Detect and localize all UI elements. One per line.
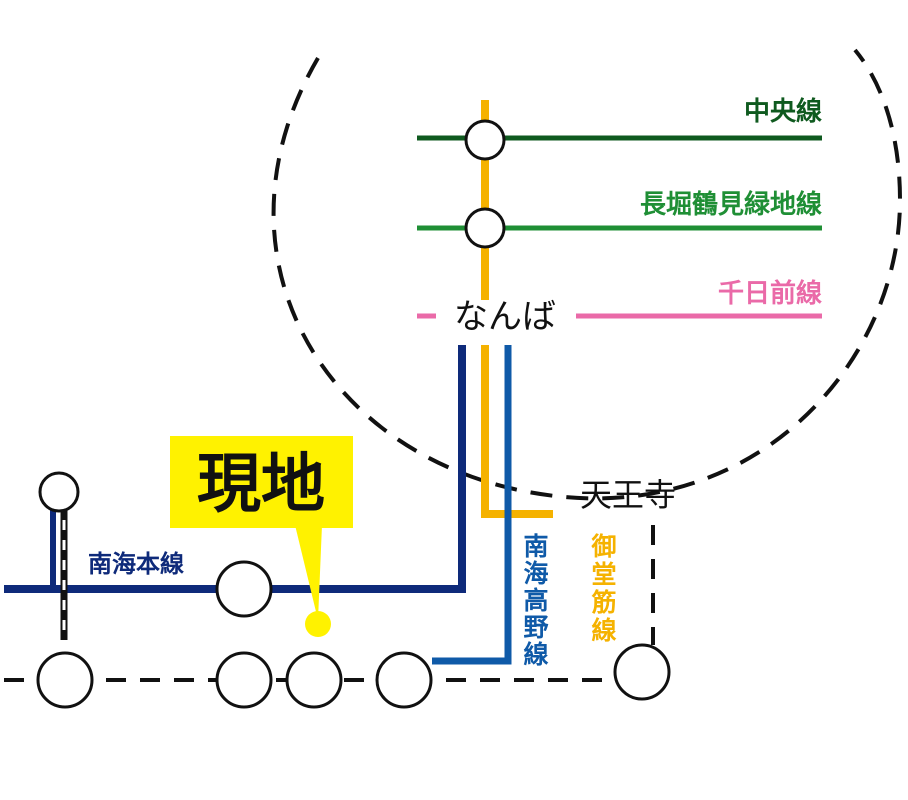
vertical-label-char: 堂 (591, 560, 616, 589)
station-top-left[interactable] (38, 471, 80, 513)
station-bottom-4[interactable] (375, 651, 433, 709)
station-bottom-1[interactable] (36, 651, 94, 709)
station-namba-label: なんば (454, 297, 556, 337)
sennichimae-line-label: 千日前線 (718, 278, 822, 309)
station-bottom-3[interactable] (285, 651, 343, 709)
nankai-main-line (4, 345, 466, 593)
vertical-label-char: 御 (590, 532, 616, 561)
station-tennoji-label: 天王寺 (580, 476, 676, 514)
current-location-label: 現地 (197, 448, 325, 522)
nagahori-line-label: 長堀鶴見緑地線 (640, 189, 822, 220)
nankai-main-line-label: 南海本線 (88, 550, 184, 578)
vertical-label-char: 線 (523, 640, 548, 669)
nankai-koya-line (432, 345, 512, 665)
current-location-dot (305, 611, 331, 637)
station-bottom-2[interactable] (215, 651, 273, 709)
station-nagahori-transfer[interactable] (464, 207, 506, 249)
vertical-label-char: 南 (523, 532, 548, 561)
vertical-label-char: 筋 (591, 588, 616, 617)
loop-line-dashed (271, 48, 903, 501)
station-chuo-transfer[interactable] (464, 119, 506, 161)
station-nankai-main-mid[interactable] (215, 560, 273, 618)
midosuji-line-lower (481, 345, 553, 518)
chuo-line-label: 中央線 (744, 96, 822, 127)
vertical-label-char: 海 (523, 559, 548, 588)
current-location-pointer (295, 525, 322, 620)
vertical-label-char: 野 (523, 613, 548, 642)
station-bottom-tennoji[interactable] (613, 643, 671, 701)
current-location-box (170, 436, 353, 528)
vertical-label-char: 高 (523, 586, 548, 615)
vertical-label-char: 線 (591, 616, 616, 645)
